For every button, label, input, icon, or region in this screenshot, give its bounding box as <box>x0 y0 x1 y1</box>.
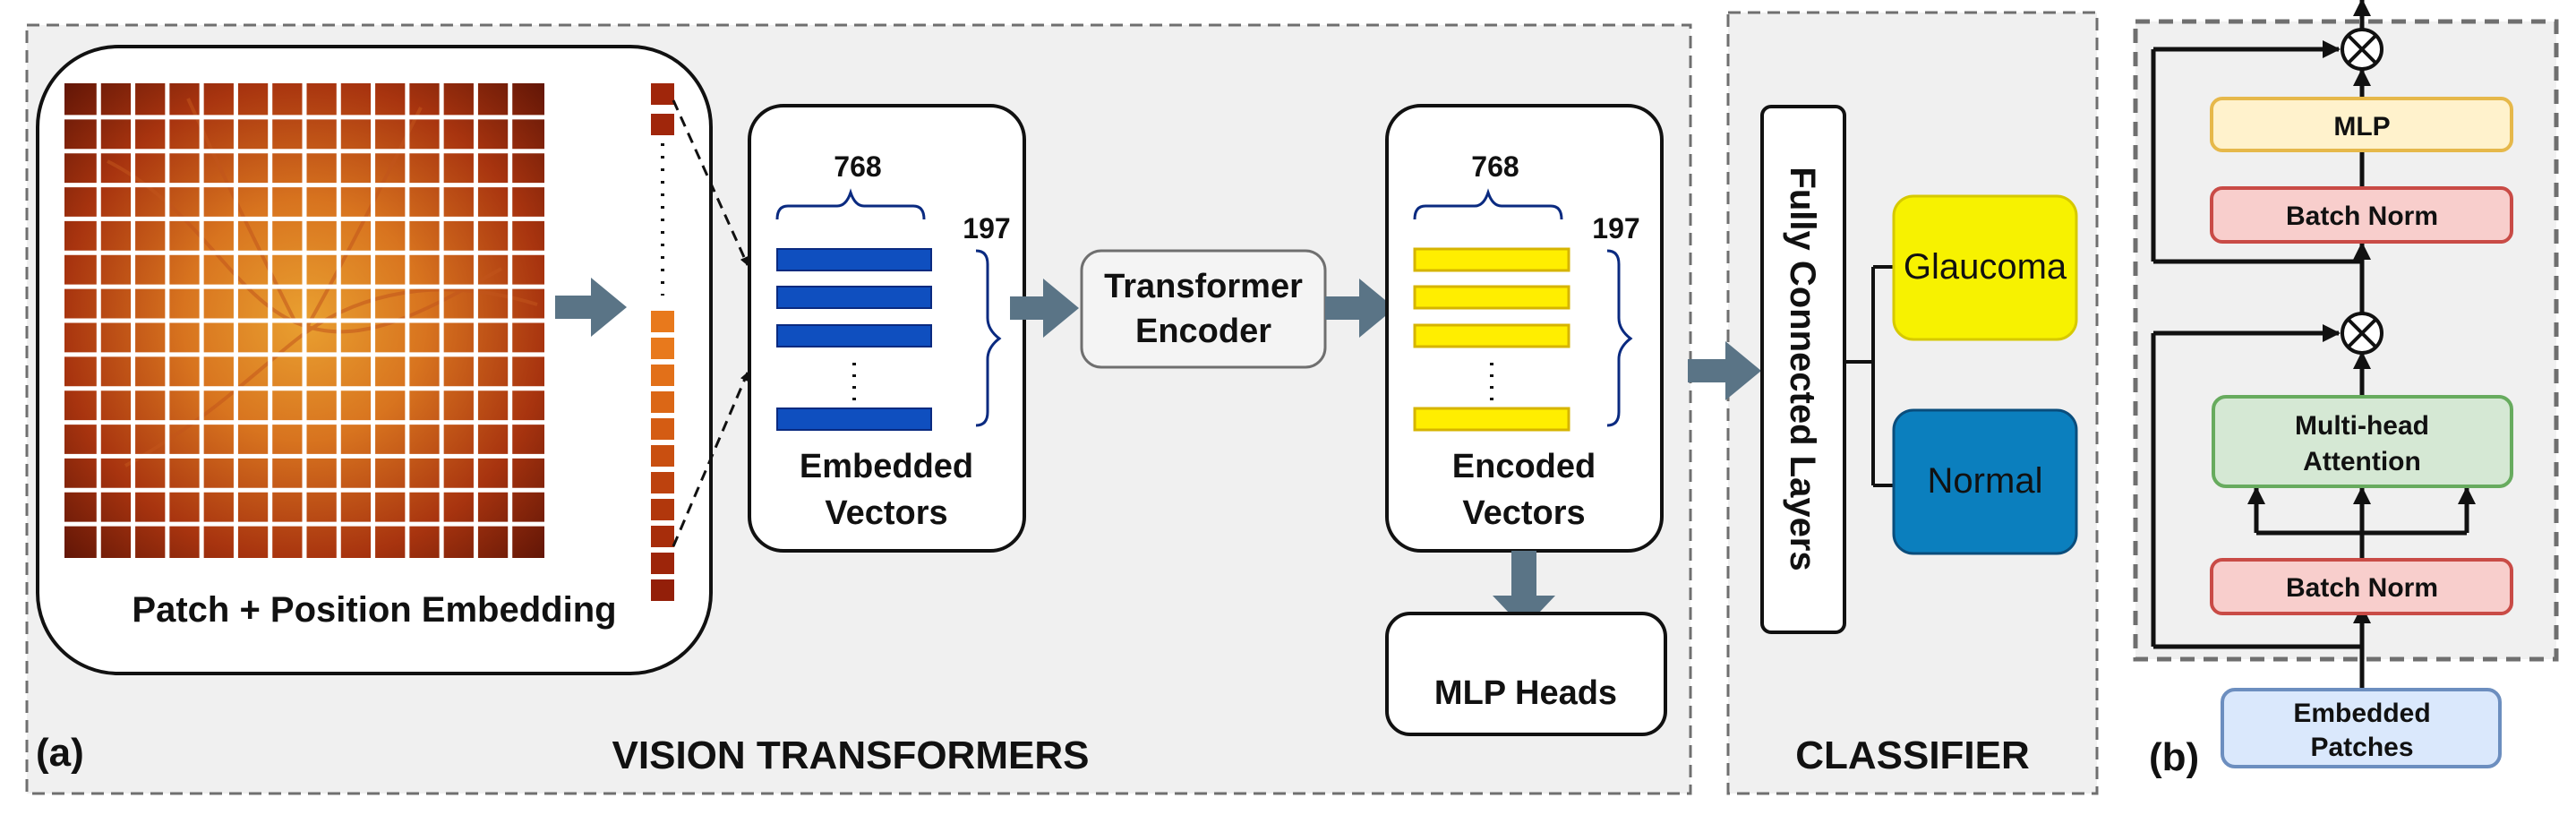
encoded-vector-bar <box>1413 407 1570 432</box>
batch-norm-top-label: Batch Norm <box>2286 202 2438 231</box>
embedded-vector-bar <box>776 408 932 431</box>
mlp-heads-box <box>1385 612 1667 736</box>
vision-transformers-title: VISION TRANSFORMERS <box>612 734 1090 777</box>
encoder-block-connectors <box>2151 0 2476 694</box>
multi-head-attention-box <box>2212 395 2513 488</box>
normal-class-box <box>1892 408 2078 555</box>
add-node-top <box>2341 28 2383 71</box>
batch-norm-bottom-box <box>2210 558 2513 615</box>
embedded-vector-bar <box>776 286 932 309</box>
encoded-horizontal-brace <box>1413 188 1563 220</box>
patch-token <box>649 390 676 415</box>
classifier-title: CLASSIFIER <box>1795 734 2030 777</box>
patch-position-embedding-label: Patch + Position Embedding <box>132 590 616 630</box>
attention-label-line1: Multi-head <box>2295 411 2429 441</box>
patch-token <box>649 336 676 361</box>
patch-token <box>649 363 676 388</box>
patch-token <box>649 443 676 468</box>
patch-to-tokens-arrow <box>555 278 627 337</box>
patch-token <box>649 497 676 522</box>
patch-token <box>649 112 676 137</box>
encoded-dim-label: 768 <box>1471 150 1519 183</box>
vit-to-classifier-arrow <box>1688 341 1761 400</box>
classifier-output-connectors <box>1844 265 1894 487</box>
fully-connected-layers-label: Fully Connected Layers <box>1783 167 1822 570</box>
embedded-vector-bar <box>776 324 932 347</box>
fully-connected-layers-box <box>1760 105 1846 634</box>
encoded-vectors-label-line2: Vectors <box>1462 494 1585 532</box>
batch-norm-bottom-label: Batch Norm <box>2286 573 2438 603</box>
embedded-patches-box <box>2221 688 2502 768</box>
embedded-to-encoder-arrow <box>1010 279 1079 338</box>
patch-grid-lines <box>64 83 544 558</box>
embedded-vertical-brace <box>975 249 1002 427</box>
batch-norm-top-box <box>2210 186 2513 244</box>
encoded-vector-bar <box>1413 323 1570 348</box>
encoded-vertical-brace <box>1606 249 1633 427</box>
embedded-count-label: 197 <box>963 212 1010 244</box>
embedded-patches-label-line2: Patches <box>2310 733 2413 762</box>
transformer-encoder-label-line2: Encoder <box>1135 313 1271 350</box>
mlp-box <box>2210 97 2513 152</box>
embedded-dim-label: 768 <box>834 150 881 183</box>
glaucoma-class-box <box>1892 194 2078 341</box>
mlp-label: MLP <box>2333 112 2390 142</box>
patch-token <box>649 82 676 107</box>
encoded-to-mlp-heads-arrow <box>1493 551 1555 629</box>
patch-token <box>649 470 676 495</box>
token-dashed-connector-top <box>672 99 749 266</box>
encoded-count-label: 197 <box>1592 212 1639 244</box>
embedded-patches-label-line1: Embedded <box>2293 699 2430 728</box>
transformer-encoder-label-line1: Transformer <box>1104 268 1303 305</box>
token-dashed-connector-bottom <box>672 372 749 547</box>
add-node-bottom <box>2341 312 2383 355</box>
embedded-vector-bar <box>776 248 932 271</box>
embedded-vectors-label-line1: Embedded <box>800 448 973 485</box>
patch-token <box>649 578 676 603</box>
patch-token <box>649 524 676 549</box>
encoded-vectors-label-line1: Encoded <box>1452 448 1596 485</box>
patch-token <box>649 416 676 442</box>
patch-token-column <box>649 82 676 603</box>
patch-token <box>649 551 676 576</box>
embedded-horizontal-brace <box>775 188 926 220</box>
encoder-to-encoded-arrow <box>1325 279 1395 338</box>
glaucoma-class-label: Glaucoma <box>1904 247 2067 287</box>
encoded-vector-bars <box>1413 247 1570 432</box>
normal-class-label: Normal <box>1928 461 2043 501</box>
embedded-vector-bars <box>776 248 932 431</box>
attention-label-line2: Attention <box>2303 447 2421 476</box>
embedded-vectors-label-line2: Vectors <box>825 494 947 532</box>
fundus-image-patches <box>64 83 544 558</box>
patch-token <box>649 309 676 334</box>
panel-a-tag: (a) <box>36 731 84 775</box>
encoded-vector-bar <box>1413 285 1570 310</box>
encoded-vector-bar <box>1413 247 1570 272</box>
mlp-heads-label: MLP Heads <box>1434 674 1617 712</box>
panel-b-tag: (b) <box>2149 735 2199 779</box>
